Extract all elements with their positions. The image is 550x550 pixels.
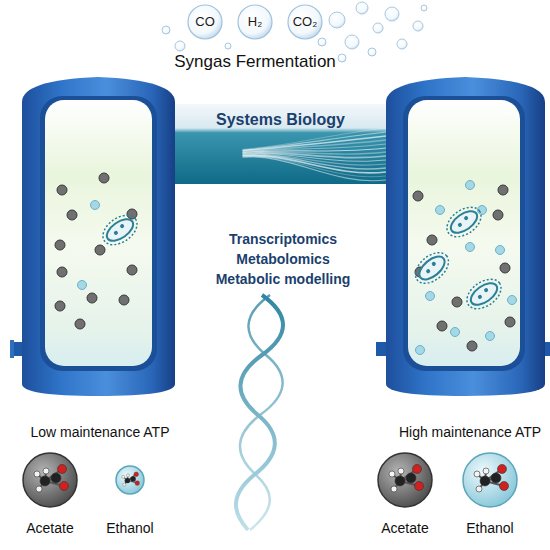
molecule-icon: Ethanol [98, 450, 162, 542]
molecule-name: Acetate [8, 520, 92, 536]
gas-formula: CO [187, 14, 223, 29]
figure-title: Syngas Fermentation [150, 52, 360, 72]
gas-bubble: CO [187, 4, 223, 40]
systems-band: Systems Biology [175, 104, 386, 184]
molecule-name: Ethanol [448, 520, 532, 536]
method-label: Transcriptomics [175, 231, 391, 247]
band-title: Systems Biology [175, 111, 386, 129]
bioreactor-left [10, 77, 175, 396]
bioreactor-right [376, 77, 550, 396]
gas-bubble: CO₂ [287, 4, 323, 40]
condition-label: Low maintenance ATP [0, 424, 200, 440]
gas-formula: H₂ [237, 14, 273, 29]
molecule-name: Ethanol [88, 520, 172, 536]
molecule-icon: Ethanol [458, 450, 522, 542]
method-label: Metabolic modelling [175, 271, 391, 287]
molecule-icon: Acetate [373, 450, 437, 542]
molecule-name: Acetate [363, 520, 447, 536]
gas-formula: CO₂ [287, 14, 323, 29]
molecule-icon: Acetate [18, 450, 82, 542]
dna-helix [236, 295, 283, 530]
gas-bubble: H₂ [237, 4, 273, 40]
condition-label: High maintenance ATP [385, 424, 550, 440]
method-label: Metabolomics [175, 251, 391, 267]
